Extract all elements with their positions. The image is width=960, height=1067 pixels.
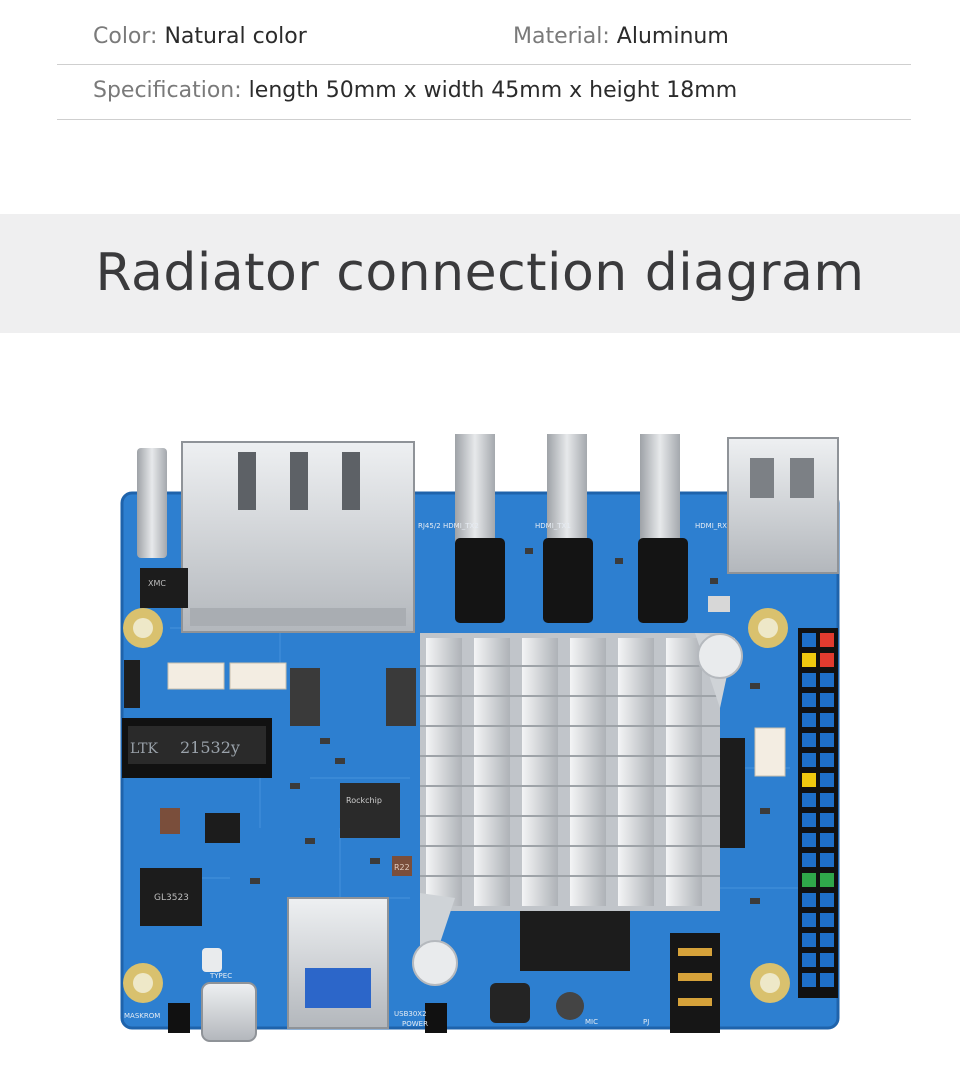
section-title: Radiator connection diagram [95,243,865,303]
svg-text:HDMI_TX1: HDMI_TX1 [535,522,571,530]
spec-material-value: Aluminum [616,24,729,49]
svg-text:HDMI_RX: HDMI_RX [695,522,727,530]
svg-text:HDMI_TX2: HDMI_TX2 [443,522,479,530]
usb-a-top [727,437,839,574]
gl-chip [140,868,202,926]
svg-text:PJ: PJ [643,1018,649,1026]
side-connector [137,448,167,558]
hdmi-ports [455,434,688,623]
spec-row-1: Color: Natural color Material: Aluminum [57,0,911,65]
usb-a-bottom [287,897,389,1029]
svg-text:R22: R22 [394,863,410,872]
mic [556,992,584,1020]
audio-jack [670,933,720,1033]
spec-dimensions-value: length 50mm x width 45mm x height 18mm [248,78,738,103]
maskrom-button [168,1003,190,1033]
board-illustration: LTK 21532y Rockchip GL3523 XMC R22 [120,434,840,1042]
rockchip-chip [340,783,400,838]
svg-text:GL3523: GL3523 [154,893,189,903]
svg-text:MIC: MIC [585,1018,598,1026]
svg-text:RJ45/2: RJ45/2 [418,522,441,530]
spec-dimensions: Specification: length 50mm x width 45mm … [93,78,737,104]
mounting-holes [123,608,790,1003]
spec-row-2: Specification: length 50mm x width 45mm … [57,65,911,120]
svg-text:LTK: LTK [130,741,158,757]
gpio-header [798,628,838,998]
svg-text:21532y: 21532y [180,738,240,757]
spec-color-key: Color: [93,24,158,49]
section-banner: Radiator connection diagram [0,214,960,333]
svg-text:USB30X2: USB30X2 [394,1010,427,1018]
ethernet-port [181,441,415,633]
svg-text:TYPEC: TYPEC [209,972,232,980]
m2-slot: LTK 21532y [122,718,272,778]
spec-color: Color: Natural color [93,24,307,50]
svg-text:MASKROM: MASKROM [124,1012,160,1020]
svg-text:Rockchip: Rockchip [346,796,382,805]
spec-color-value: Natural color [164,24,307,49]
svg-text:POWER: POWER [402,1020,428,1028]
heatsink [412,633,743,986]
usb-c-port [201,982,257,1042]
spec-material: Material: Aluminum [513,24,729,50]
spec-material-key: Material: [513,24,610,49]
svg-text:XMC: XMC [148,579,166,588]
power-button [425,1003,447,1033]
board-photo: LTK 21532y Rockchip GL3523 XMC R22 [110,428,850,1043]
spec-dimensions-key: Specification: [93,78,242,103]
